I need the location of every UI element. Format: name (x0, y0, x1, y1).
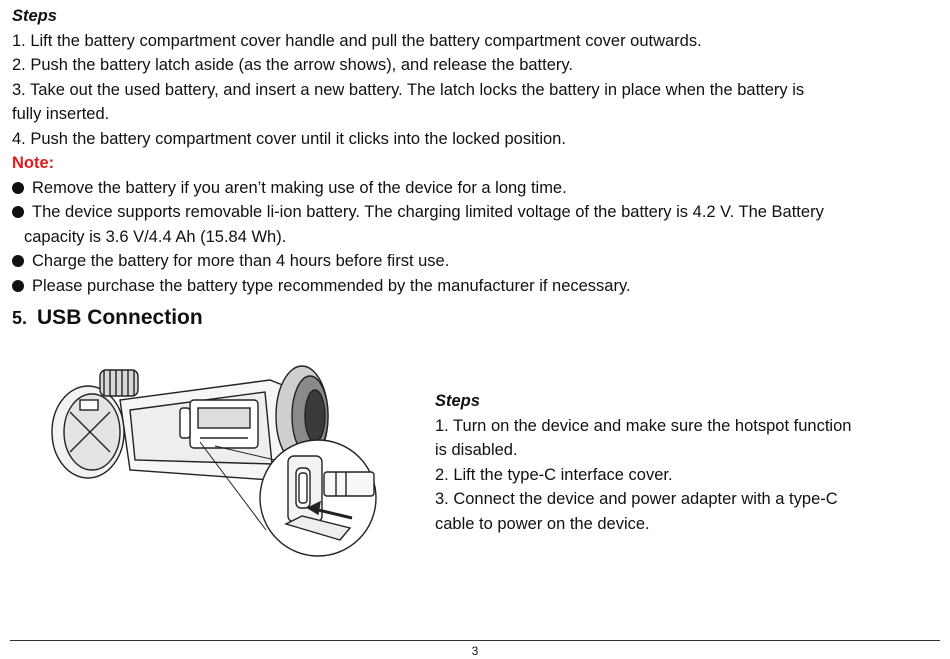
note-text: Remove the battery if you aren’t making … (32, 178, 567, 197)
battery-section: Steps 1. Lift the battery compartment co… (12, 4, 937, 298)
battery-step-1: 1. Lift the battery compartment cover ha… (12, 31, 702, 50)
usb-step-2: 2. Lift the type-C interface cover. (435, 465, 673, 484)
note-text-continued: capacity is 3.6 V/4.4 Ah (15.84 Wh). (24, 227, 287, 246)
page-number: 3 (471, 644, 479, 658)
battery-step-3-continued: fully inserted. (12, 105, 110, 123)
note-item: Please purchase the battery type recomme… (12, 274, 937, 299)
usb-section-title: 5. USB Connection (12, 306, 203, 330)
bullet-icon (12, 279, 24, 292)
usb-step-3: 3. Connect the device and power adapter … (435, 490, 838, 508)
section-title-text: USB Connection (37, 306, 203, 329)
usb-step-3-continued: cable to power on the device. (435, 514, 650, 533)
bullet-icon (12, 206, 24, 218)
battery-step-3: 3. Take out the used battery, and insert… (12, 80, 805, 99)
battery-step-4: 4. Push the battery compartment cover un… (12, 129, 566, 148)
note-item: The device supports removable li-ion bat… (12, 200, 937, 225)
note-text: The device supports removable li-ion bat… (32, 203, 824, 221)
note-label: Note: (12, 154, 55, 172)
note-text: Charge the battery for more than 4 hours… (32, 252, 450, 270)
device-usb-illustration (51, 365, 377, 557)
note-item: Charge the battery for more than 4 hours… (12, 249, 937, 274)
bullet-icon (12, 181, 24, 194)
section-number: 5. (12, 308, 28, 328)
battery-steps-heading: Steps (12, 7, 57, 25)
usb-steps-heading: Steps (435, 392, 480, 410)
note-item: Remove the battery if you aren’t making … (12, 176, 937, 201)
note-text: Please purchase the battery type recomme… (32, 276, 631, 295)
usb-steps: Steps 1. Turn on the device and make sur… (435, 389, 920, 536)
usb-step-1-continued: is disabled. (435, 441, 518, 459)
bullet-icon (12, 255, 24, 267)
usb-step-1: 1. Turn on the device and make sure the … (435, 416, 852, 435)
battery-step-2: 2. Push the battery latch aside (as the … (12, 56, 573, 74)
footer-divider (10, 640, 940, 641)
